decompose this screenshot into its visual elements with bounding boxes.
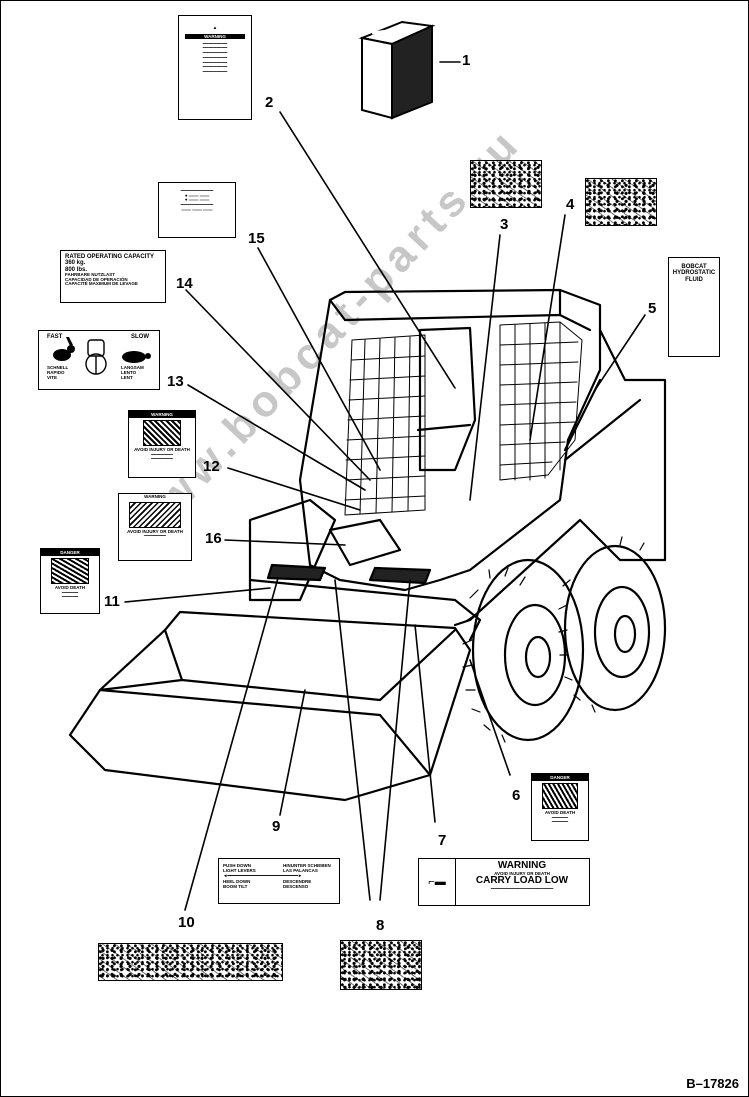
capacity-line2: 360 kg. — [65, 260, 86, 267]
lift-tilt-right-4: DESCENDRE — [283, 878, 312, 884]
danger-decal-6: DANGER AVOID DEATH ━━━━━━━━━━━━ — [531, 773, 589, 841]
warning-12-line: AVOID INJURY OR DEATH — [127, 528, 183, 534]
manual-decal-warning: WARNING — [185, 33, 245, 39]
callout-16: 16 — [205, 530, 222, 547]
fluid-line2: HYDROSTATIC — [672, 270, 716, 277]
wheel-rear — [558, 536, 667, 713]
danger-6-pictogram — [542, 783, 578, 809]
speed-left-line-3: VITE — [47, 374, 58, 380]
throttle-knob-icon — [85, 339, 107, 375]
fluid-line1: BOBCAT — [681, 264, 707, 270]
lift-tilt-left-4: HEEL DOWN — [223, 878, 251, 884]
warning-13-pictogram — [143, 420, 181, 446]
capacity-line1: RATED OPERATING CAPACITY — [65, 254, 155, 260]
lift-tilt-left-1: PUSH DOWN — [223, 863, 251, 868]
reflective-decal-bottom-left — [98, 943, 283, 981]
carry-load-line1: AVOID INJURY OR DEATH — [494, 870, 550, 876]
danger-6-header: DANGER — [532, 774, 588, 781]
callout-2: 2 — [265, 94, 274, 111]
carry-load-line2: CARRY LOAD LOW — [475, 875, 569, 887]
lift-tilt-decal: PUSH DOWN LIGHT LEVERS ◄━━━━━━━━━━━━━━━━… — [218, 858, 340, 904]
callout-5: 5 — [648, 300, 657, 317]
danger-11-pictogram — [51, 558, 89, 584]
callout-15: 15 — [248, 230, 265, 247]
capacity-line4: FAHRBARE NUTZLAST — [65, 271, 115, 277]
reflective-decal-bottom-center — [340, 940, 422, 990]
lift-tilt-right-2: LAS PALANCAS — [283, 868, 318, 874]
warning-13-line: AVOID INJURY OR DEATH — [134, 447, 190, 452]
speed-slow-label: SLOW — [131, 334, 149, 340]
danger-11-header: DANGER — [41, 549, 99, 556]
hydrostatic-fluid-decal: BOBCAT HYDROSTATIC FLUID — [668, 257, 720, 357]
manual-decal: ▲ WARNING ━━━━━━━━━━━━━━━━━━━━━━━━━━━━━━… — [178, 15, 252, 120]
leader-lines — [124, 61, 646, 911]
lift-tilt-left-5: BOOM TILT — [223, 883, 248, 889]
speed-decal: FAST SLOW SCHNELL RAPIDO VITE LANGSAM LE… — [38, 330, 160, 390]
carry-load-header: WARNING — [497, 860, 547, 871]
turtle-icon — [122, 351, 151, 363]
reflective-decal-top-right — [585, 178, 657, 226]
callout-10: 10 — [178, 914, 195, 931]
floor-plate-right — [368, 566, 432, 585]
operation-manual-box — [358, 20, 436, 120]
speed-right-line-3: LENT — [121, 374, 133, 380]
seat — [418, 326, 477, 472]
speed-fast-label: FAST — [47, 334, 63, 340]
danger-decal-11: DANGER AVOID DEATH ━━━━━━━━━━━━ — [40, 548, 100, 614]
capacity-decal: RATED OPERATING CAPACITY 360 kg. 800 lbs… — [60, 250, 166, 303]
danger-6-line: AVOID DEATH — [544, 810, 576, 815]
callout-13: 13 — [167, 373, 184, 390]
callout-6: 6 — [512, 787, 521, 804]
callout-12: 12 — [203, 458, 220, 475]
warning-12-pictogram — [129, 501, 181, 528]
rabbit-icon — [53, 337, 75, 361]
warning-decal-12: WARNING AVOID INJURY OR DEATH ━━━━━━━━ — [118, 493, 192, 561]
lift-tilt-left-2: LIGHT LEVERS — [223, 868, 256, 874]
wheel-front — [462, 558, 585, 743]
speed-right-line-2: LENTO — [121, 369, 137, 375]
callout-7: 7 — [438, 832, 447, 849]
callout-11: 11 — [104, 593, 120, 610]
callout-8: 8 — [376, 917, 385, 934]
capacity-line3: 800 lbs. — [65, 266, 88, 273]
service-chart-decal: ━━━━━━━━━━━━● ═══ ═══● ═══ ═══━━━━━━━━━━… — [158, 182, 236, 238]
callout-14: 14 — [176, 275, 193, 292]
warning-decal-13: WARNING AVOID INJURY OR DEATH ━━━━━━━━━━… — [128, 410, 196, 478]
machine-frame — [248, 578, 482, 642]
lift-tilt-right-5: DESCENSO — [283, 883, 309, 889]
carry-load-pictogram: ⌐▬ — [419, 859, 456, 905]
speed-right-line-1: LANGSAM — [121, 365, 144, 370]
fluid-line3: FLUID — [685, 276, 703, 283]
capacity-line5: CAPACIDAD DE OPERACIÓN — [65, 276, 128, 282]
bucket — [68, 610, 472, 802]
warning-12-header: WARNING — [144, 494, 166, 499]
callout-3: 3 — [500, 216, 509, 233]
callout-4: 4 — [566, 196, 575, 213]
cab-front-grille — [344, 321, 583, 516]
danger-11-line: AVOID DEATH — [54, 585, 86, 590]
capacity-line6: CAPACITÉ MAXIMUM DE LEVAGE — [65, 281, 138, 287]
warning-13-header: WARNING — [129, 411, 195, 418]
reflective-decal-top-left — [470, 160, 542, 208]
callout-1: 1 — [462, 52, 471, 69]
figure-id: B–17826 — [686, 1076, 739, 1091]
speed-left-line-1: SCHNELL — [47, 365, 69, 370]
speed-left-line-2: RAPIDO — [47, 369, 65, 375]
callout-9: 9 — [272, 818, 281, 835]
carry-load-low-decal: ⌐▬ WARNING AVOID INJURY OR DEATH CARRY L… — [418, 858, 590, 906]
floor-plate-left — [266, 563, 327, 582]
lift-tilt-right-1: HINUNTER SCHIEBEN — [283, 863, 331, 868]
